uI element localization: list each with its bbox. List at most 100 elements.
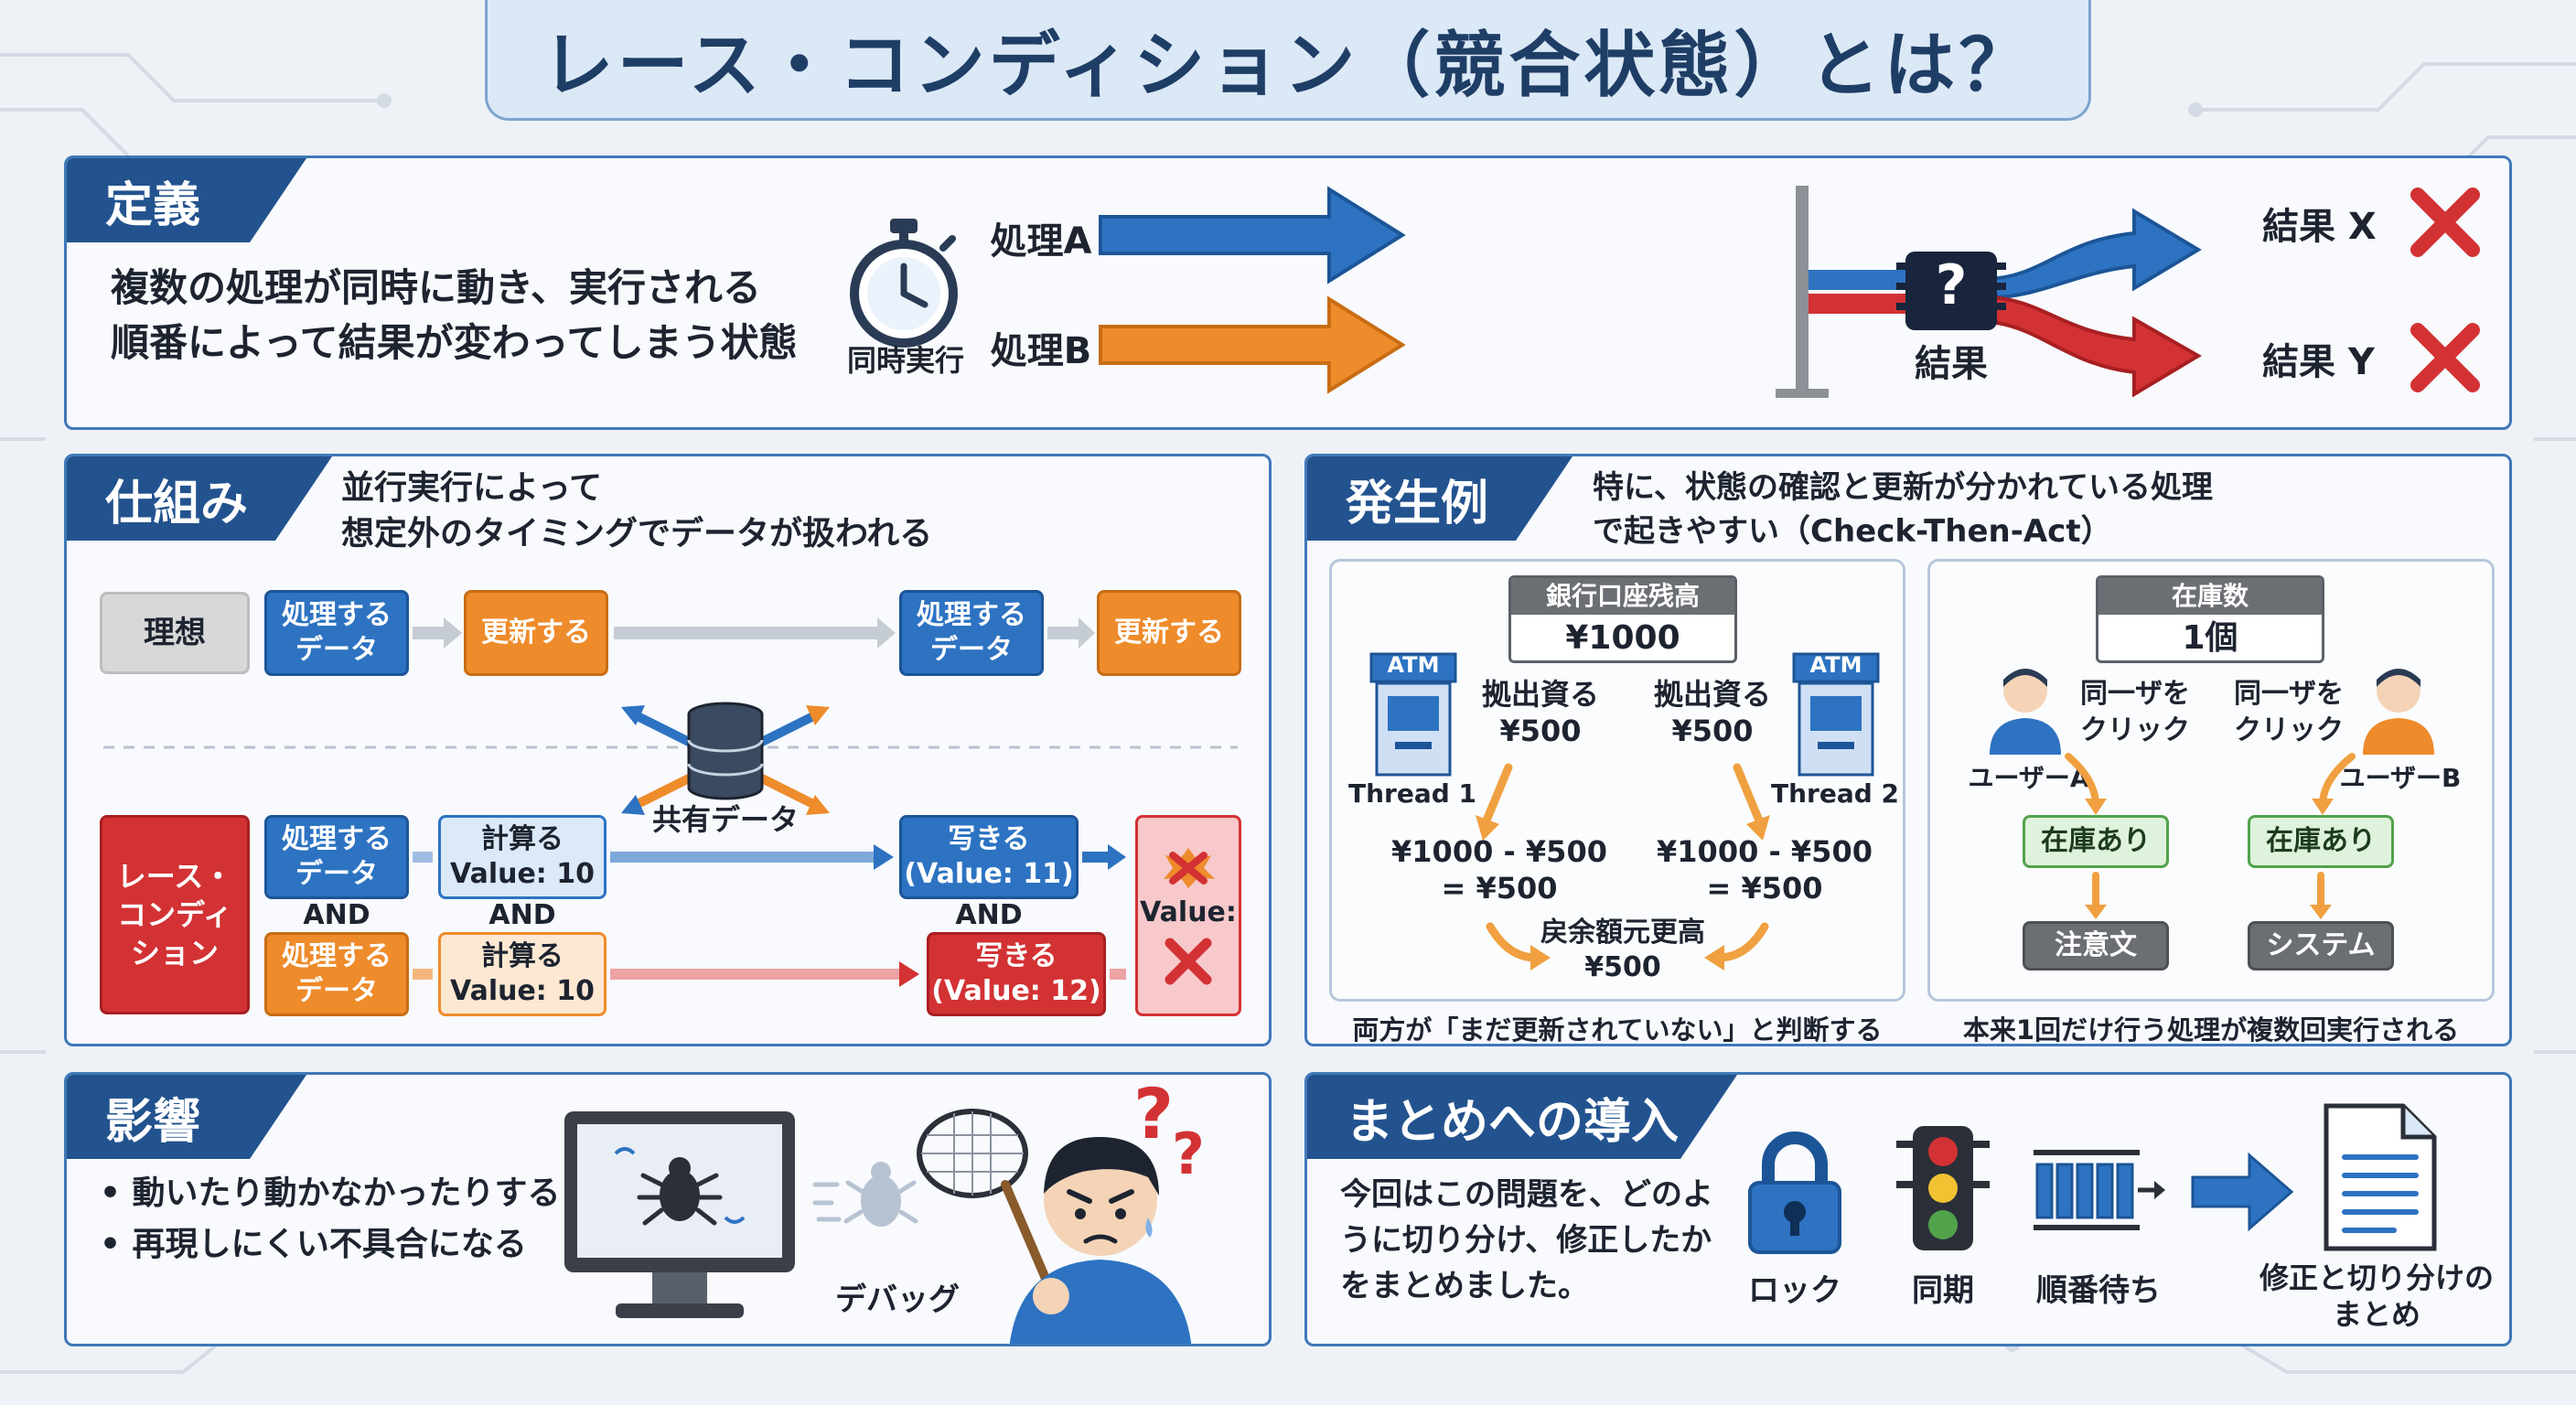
debug-label: デバッグ bbox=[835, 1282, 960, 1318]
definition-tab: 定義 bbox=[67, 158, 306, 242]
race-step-write-1: 写きる (Value: 11) bbox=[899, 815, 1079, 899]
impact-bullet-1: • 動いたり動かなかったりする bbox=[100, 1174, 561, 1212]
mechanism-panel: 仕組み 並行実行によって 想定外のタイミングでデータが扱われる 理想 処理する … bbox=[64, 454, 1272, 1046]
in-stock-a: 在庫あり bbox=[2023, 815, 2169, 868]
question-mark: ? bbox=[1935, 253, 1968, 317]
queue-icon bbox=[2034, 1150, 2165, 1230]
database-icon bbox=[621, 702, 830, 815]
shared-data-label: 共有データ bbox=[651, 802, 799, 837]
title-banner: レース・コンディション（競合状態）とは？ bbox=[485, 0, 2091, 121]
process-a-label: 処理A bbox=[990, 220, 1092, 263]
intro-line-2: うに切り分け、修正したか bbox=[1340, 1222, 1712, 1259]
mechanism-desc-2: 想定外のタイミングでデータが扱われる bbox=[341, 515, 933, 552]
race-step-calc-1: 計算る Value: 10 bbox=[438, 815, 606, 899]
ideal-step-update-1: 更新する bbox=[464, 590, 608, 676]
stopwatch-icon bbox=[850, 219, 958, 348]
process-b-label: 処理B bbox=[990, 330, 1092, 372]
race-flow-arrows bbox=[413, 844, 1126, 987]
user-icon bbox=[2363, 669, 2434, 755]
ideal-step-process-2: 処理する データ bbox=[899, 590, 1044, 676]
race-step-process-2: 処理する データ bbox=[264, 932, 409, 1016]
user-b-label: ユーザーB bbox=[2339, 763, 2462, 793]
example-desc: 特に、状態の確認と更新が分かれている処理 で起きやすい（Check-Then-A… bbox=[1593, 466, 2213, 553]
queue-label: 順番待ち bbox=[2036, 1272, 2161, 1309]
mechanism-tab: 仕組み bbox=[67, 456, 332, 541]
bank-balance-header: 銀行口座残高 bbox=[1511, 578, 1734, 615]
race-step-process-1: 処理する データ bbox=[264, 815, 409, 899]
and-label-1: AND bbox=[303, 899, 370, 931]
stock-card: 在庫数 1個 bbox=[2096, 575, 2324, 663]
document-icon bbox=[2324, 1103, 2437, 1251]
stock-flow-arrows bbox=[2065, 753, 2356, 919]
example-desc-2: で起きやすい（Check-Then-Act） bbox=[1593, 513, 2112, 550]
withdraw-2: 拠出資る ¥500 bbox=[1653, 677, 1771, 748]
stock-caption: 本来1回だけ行う処理が複数回実行される bbox=[1962, 1014, 2460, 1046]
definition-line-1: 複数の処理が同時に動き、実行される bbox=[111, 265, 762, 310]
question-mark: ? bbox=[1172, 1121, 1205, 1187]
intro-line-1: 今回はこの問題を、どのよ bbox=[1340, 1176, 1713, 1213]
definition-panel: 定義 複数の処理が同時に動き、実行される 順番によって結果が変わってしまう状態 … bbox=[64, 156, 2512, 430]
example-panel: 発生例 特に、状態の確認と更新が分かれている処理 で起きやすい（Check-Th… bbox=[1304, 454, 2512, 1046]
user-icon bbox=[1990, 669, 2061, 755]
lock-label: ロック bbox=[1748, 1272, 1841, 1309]
summary-label: 修正と切り分けの まとめ bbox=[2259, 1260, 2494, 1332]
process-a-arrow bbox=[1099, 186, 1406, 284]
result-y-label: 結果 Y bbox=[2262, 341, 2375, 383]
calc-2: ¥1000 - ¥500 = ¥500 bbox=[1657, 834, 1873, 906]
ideal-flow-arrows bbox=[103, 617, 1238, 749]
impact-panel: 影響 • 動いたり動かなかったりする • 再現しにくい不具合になる bbox=[64, 1072, 1272, 1346]
question-mark: ? bbox=[1132, 1073, 1175, 1154]
impact-bullet-2: • 再現しにくい不具合になる bbox=[100, 1226, 527, 1263]
final-value-label: Value: bbox=[1140, 896, 1237, 928]
calc-1: ¥1000 - ¥500 = ¥500 bbox=[1391, 834, 1607, 906]
user-a-label: ユーザーA bbox=[1968, 763, 2090, 793]
race-outcome-graphic bbox=[1776, 186, 2202, 398]
collision-icon bbox=[1164, 848, 1215, 888]
process-b-arrow bbox=[1099, 295, 1406, 394]
atm-label-1: ATM bbox=[1387, 652, 1440, 678]
and-label-2: AND bbox=[488, 899, 556, 931]
atm-icon bbox=[1369, 652, 1457, 777]
result-b: システム bbox=[2248, 921, 2394, 971]
definition-line-2: 順番によって結果が変わってしまう状態 bbox=[111, 320, 798, 365]
timer-label: 同時実行 bbox=[846, 343, 964, 378]
thread-2-label: Thread 2 bbox=[1771, 778, 1899, 809]
and-label-3: AND bbox=[955, 899, 1023, 931]
in-stock-b: 在庫あり bbox=[2248, 815, 2394, 868]
intro-panel: まとめへの導入 今回はこの問題を、どのよ うに切り分け、修正したか をまとめまし… bbox=[1304, 1072, 2512, 1346]
intro-line-3: をまとめました。 bbox=[1340, 1268, 1589, 1304]
bank-balance-value: ¥1000 bbox=[1565, 619, 1680, 657]
cross-icon bbox=[2410, 188, 2480, 257]
stock-value: 1個 bbox=[2182, 619, 2238, 657]
atm-label-2: ATM bbox=[1809, 652, 1862, 678]
intro-tab: まとめへの導入 bbox=[1307, 1075, 1737, 1159]
page-title: レース・コンディション（競合状態）とは？ bbox=[542, 24, 2034, 107]
debugging-person-illustration bbox=[917, 1109, 1192, 1344]
result-label: 結果 bbox=[1915, 343, 1988, 385]
stock-header: 在庫数 bbox=[2098, 578, 2322, 615]
final-value-box: Value: bbox=[1135, 815, 1241, 1016]
cross-icon bbox=[2410, 323, 2480, 392]
ideal-step-process-1: 処理する データ bbox=[264, 590, 409, 676]
bug-icon bbox=[812, 1162, 918, 1227]
impact-tab: 影響 bbox=[67, 1075, 306, 1159]
arrow-right-icon bbox=[2191, 1152, 2294, 1232]
bank-caption: 両方が「まだ更新されていない」と判断する bbox=[1352, 1014, 1883, 1046]
ideal-label: 理想 bbox=[100, 592, 250, 674]
sync-label: 同期 bbox=[1912, 1272, 1974, 1309]
race-step-calc-2: 計算る Value: 10 bbox=[438, 932, 606, 1016]
lock-icon bbox=[1748, 1132, 1841, 1254]
intro-text: 今回はこの問題を、どのよ うに切り分け、修正したか をまとめました。 bbox=[1340, 1172, 1713, 1309]
bank-flow-arrows bbox=[1476, 763, 1770, 971]
mechanism-desc: 並行実行によって 想定外のタイミングでデータが扱われる bbox=[341, 466, 932, 557]
mechanism-desc-1: 並行実行によって bbox=[341, 469, 603, 507]
monitor-bug-icon bbox=[564, 1111, 795, 1318]
result-x-label: 結果 X bbox=[2262, 206, 2377, 248]
result-a: 注意文 bbox=[2023, 921, 2169, 971]
race-step-write-2: 写きる (Value: 12) bbox=[927, 932, 1106, 1016]
bank-balance-card: 銀行口座残高 ¥1000 bbox=[1508, 575, 1737, 663]
cross-icon bbox=[1165, 938, 1212, 985]
click-a: 同一ザを クリック bbox=[2080, 678, 2190, 746]
final-balance: 戻余額元更高 ¥500 bbox=[1540, 917, 1705, 983]
withdraw-1: 拠出資る ¥500 bbox=[1481, 677, 1599, 748]
